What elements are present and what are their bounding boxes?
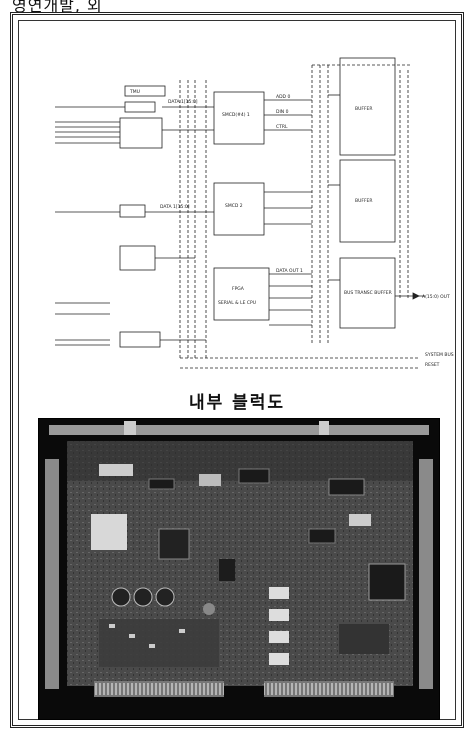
smcd-block-1 <box>214 92 264 144</box>
input-block-1 <box>125 102 155 112</box>
input-block-5 <box>120 332 160 347</box>
label-din: DIN 0 <box>276 109 289 115</box>
input-block-3 <box>120 205 145 217</box>
label-data-out: DATA OUT 1 <box>276 268 303 274</box>
label-smcd-2: SMCD 2 <box>225 203 243 209</box>
label-smcd-1: SMCD(#4) 1 <box>222 112 250 118</box>
label-output: A(15:0) OUT <box>422 294 450 300</box>
label-buffer-3: BUS TRANSC BUFFER <box>344 290 392 296</box>
input-block-2 <box>120 118 162 148</box>
right-rail <box>419 459 433 689</box>
fpga-block <box>214 268 269 320</box>
left-rail <box>45 459 59 689</box>
block-diagram: TMU SMCD(#4) 1 SMCD 2 FPGA SERIAL & LE C… <box>0 0 474 400</box>
board-photo <box>38 418 440 720</box>
top-rail <box>49 425 429 435</box>
label-fpga: FPGA <box>232 286 245 292</box>
chip-large-light <box>91 514 127 550</box>
label-tmu: TMU <box>129 89 140 95</box>
label-buffer-2: BUFFER <box>355 198 373 204</box>
label-data-1: DATA 1[15:0] <box>168 99 198 105</box>
circuit-board-image <box>39 419 439 719</box>
smcd-block-2 <box>214 183 264 235</box>
left-inputs <box>55 107 125 345</box>
label-data-2: DATA 1[15:0] <box>160 204 190 210</box>
label-ctrl: CTRL <box>276 124 288 130</box>
output-arrow-icon <box>413 293 419 299</box>
input-block-4 <box>120 246 155 270</box>
label-buffer-1: BUFFER <box>355 106 373 112</box>
chip-qfp-2 <box>369 564 405 600</box>
chip-qfp-1 <box>159 529 189 559</box>
figure-caption: 내부 블럭도 <box>0 388 474 413</box>
label-serial: SERIAL & LE CPU <box>218 300 256 306</box>
label-addr: ADD 0 <box>276 94 290 100</box>
dashed-buses <box>180 65 420 368</box>
label-sys-bus: SYSTEM BUS <box>425 352 454 358</box>
label-reset: RESET <box>425 362 440 368</box>
